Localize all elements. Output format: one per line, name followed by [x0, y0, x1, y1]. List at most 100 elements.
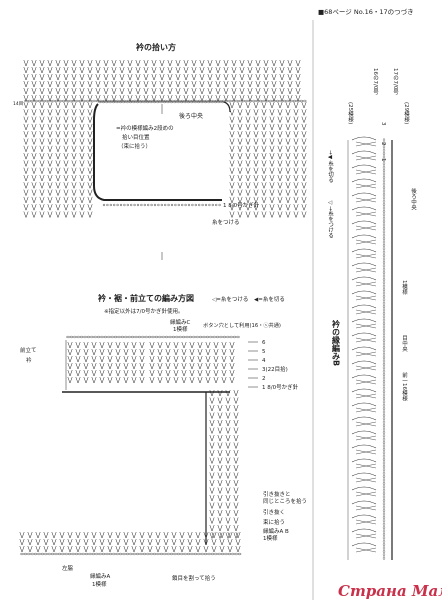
chain-stitch [382, 386, 386, 390]
chain-stitch [54, 552, 58, 556]
v-stitch [219, 545, 225, 553]
chain-stitch [54, 99, 59, 103]
v-stitch [239, 66, 245, 74]
chain-stitch [176, 100, 180, 104]
edging-b-title: 衿の縁編みB [332, 319, 341, 366]
v-stitch [277, 204, 283, 211]
v-stitch [237, 101, 243, 109]
v-stitch [183, 73, 189, 81]
pattern-c-label: 縁編みC [170, 318, 191, 326]
chain-stitch [232, 335, 237, 339]
v-stitch [47, 87, 53, 95]
chain-stitch [175, 335, 179, 339]
v-stitch [59, 545, 65, 553]
v-stitch [115, 376, 121, 384]
chain-stitch [83, 335, 87, 339]
v-stitch [253, 101, 259, 109]
v-stitch [87, 66, 93, 74]
v-stitch [233, 434, 239, 442]
v-stitch [277, 196, 283, 204]
chain-stitch [382, 233, 386, 237]
v-stitch [23, 174, 29, 182]
chain-stitch [382, 192, 386, 196]
v-stitch [285, 167, 291, 175]
v-stitch [217, 449, 223, 457]
v-stitch [147, 538, 153, 546]
v-stitch [209, 427, 215, 435]
pickup-dot [170, 203, 174, 207]
v-stitch [87, 189, 93, 197]
v-stitch [225, 457, 231, 465]
chain-stitch [98, 100, 102, 104]
v-stitch [103, 87, 109, 95]
v-stitch [131, 348, 137, 356]
chain-stitch [139, 100, 143, 104]
v-stitch [91, 348, 97, 356]
chain-stitch [382, 179, 386, 183]
v-stitch [231, 94, 237, 102]
v-stitch [157, 369, 163, 377]
v-stitch [173, 369, 179, 377]
chain-stitch [185, 335, 189, 339]
v-stitch [135, 66, 141, 74]
shell-stitch [351, 192, 377, 197]
chain-stitch [27, 552, 31, 556]
v-stitch [123, 369, 129, 377]
v-stitch [223, 59, 229, 67]
chain-stitch [178, 335, 182, 339]
chain-stitch [382, 342, 386, 346]
v-stitch [233, 404, 239, 412]
v-stitch [253, 138, 259, 146]
v-stitch [87, 116, 93, 124]
v-stitch [301, 196, 307, 204]
chain-stitch [382, 315, 386, 319]
v-stitch [31, 153, 37, 160]
pickup-dot [119, 203, 123, 207]
v-stitch [31, 59, 37, 67]
v-stitch [209, 532, 215, 540]
v-stitch [71, 174, 77, 182]
chain-stitch [164, 335, 169, 339]
chain-stitch [115, 552, 119, 556]
shell-leg [355, 477, 377, 483]
v-stitch [269, 101, 275, 109]
v-stitch [181, 348, 187, 356]
chain-stitch [75, 99, 79, 103]
v-stitch [227, 538, 233, 546]
chain-stitch [382, 226, 386, 230]
v-stitch [293, 174, 299, 182]
pickup-dot [191, 203, 194, 207]
chain-stitch [382, 549, 386, 553]
shell-stitch [351, 416, 377, 421]
v-stitch [269, 167, 275, 175]
v-stitch [279, 73, 285, 81]
v-stitch [55, 204, 61, 211]
v-stitch [173, 341, 179, 349]
v-stitch [143, 80, 149, 88]
v-stitch [225, 397, 231, 405]
chain-stitch [190, 552, 194, 556]
v-stitch [47, 101, 53, 109]
v-stitch [131, 376, 137, 384]
chain-stitch [226, 335, 230, 339]
chain-stitch [382, 175, 386, 179]
v-stitch [167, 80, 173, 88]
v-stitch [233, 427, 239, 435]
v-stitch [217, 397, 223, 405]
v-stitch [253, 174, 259, 182]
v-stitch [301, 101, 307, 109]
v-stitch [175, 87, 181, 95]
v-stitch [115, 341, 121, 349]
chain-stitch [229, 335, 233, 339]
v-stitch [31, 101, 37, 109]
chain-stitch [382, 437, 386, 441]
v-stitch [149, 362, 155, 370]
v-stitch [71, 109, 77, 117]
chain-stitch [139, 552, 143, 556]
v-stitch [239, 73, 245, 81]
v-stitch [139, 348, 145, 356]
v-stitch [79, 189, 85, 197]
pickup-dot [123, 203, 126, 207]
chain-stitch [382, 420, 386, 424]
shell-stitch [351, 220, 377, 225]
